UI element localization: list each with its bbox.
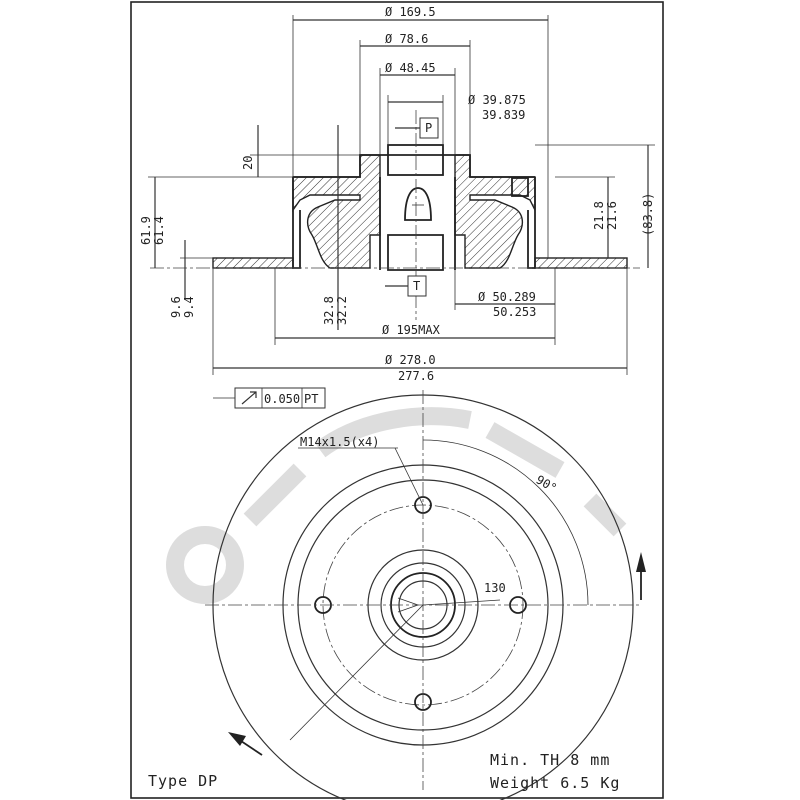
dim-39-bot: 39.839 bbox=[482, 108, 525, 122]
bolt-circle-label: 130 bbox=[484, 581, 506, 595]
dim-48: Ø 48.45 bbox=[385, 61, 436, 75]
dim-278-bot: 277.6 bbox=[398, 369, 434, 383]
dim-21-b: 21.6 bbox=[605, 201, 619, 230]
dim-195: Ø 195MAX bbox=[382, 323, 441, 337]
disc-weight: Weight 6.5 Kg bbox=[490, 774, 620, 792]
thread-label: M14x1.5(x4) bbox=[300, 435, 379, 449]
brand-watermark bbox=[166, 407, 627, 604]
dim-9-a: 9.6 bbox=[169, 296, 183, 318]
dim-21-a: 21.8 bbox=[592, 201, 606, 230]
dim-39-top: Ø 39.875 bbox=[468, 93, 526, 107]
dim-50-bot: 50.253 bbox=[493, 305, 536, 319]
tolerance-ref: PT bbox=[304, 392, 318, 406]
dim-32-a: 32.8 bbox=[322, 296, 336, 325]
section-view bbox=[150, 110, 640, 320]
dim-20: 20 bbox=[241, 156, 255, 170]
datum-p: P bbox=[425, 121, 432, 135]
hub-section-right bbox=[454, 154, 536, 269]
front-view bbox=[205, 390, 646, 800]
dimension-lines bbox=[148, 15, 655, 409]
min-thickness: Min. TH 8 mm bbox=[490, 751, 610, 769]
dim-278-top: Ø 278.0 bbox=[385, 353, 436, 367]
dim-50-top: Ø 50.289 bbox=[478, 290, 536, 304]
disc-type: Type DP bbox=[148, 772, 218, 790]
dim-9-b: 9.4 bbox=[182, 296, 196, 318]
hub-section-left bbox=[292, 154, 381, 269]
bolt-holes bbox=[314, 496, 527, 711]
dim-32-b: 32.2 bbox=[335, 296, 349, 325]
drawing-frame bbox=[130, 1, 664, 799]
dim-outer-hat: Ø 169.5 bbox=[385, 5, 436, 19]
dim-83: (83.8) bbox=[641, 193, 655, 236]
tolerance-value: 0.050 bbox=[264, 392, 300, 406]
datum-t: T bbox=[413, 279, 420, 293]
dim-78: Ø 78.6 bbox=[385, 32, 428, 46]
dim-61-a: 61.9 bbox=[139, 216, 153, 245]
dim-61-b: 61.4 bbox=[152, 216, 166, 245]
